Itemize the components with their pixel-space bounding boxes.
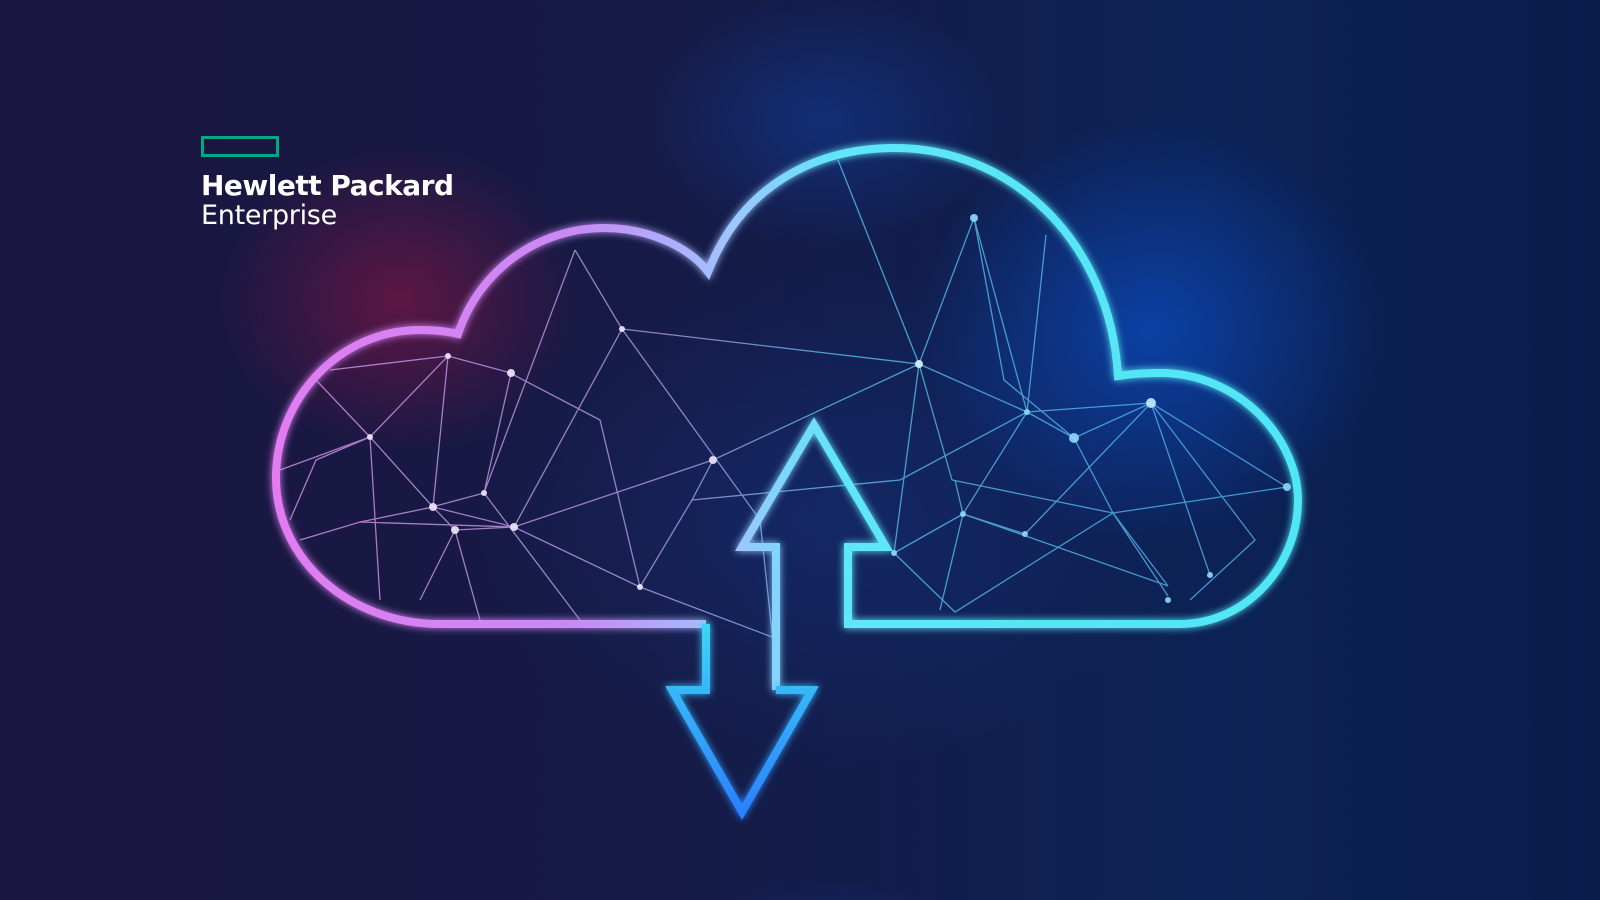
hpe-logo: Hewlett Packard Enterprise — [201, 136, 454, 231]
cloud-illustration — [271, 143, 1303, 821]
brand-name-line1: Hewlett Packard — [201, 169, 454, 202]
cloud-icon — [271, 143, 1303, 690]
download-arrow-icon — [665, 624, 819, 821]
network-mesh — [279, 159, 1288, 661]
mesh-nodes — [367, 214, 1291, 603]
hpe-logo-bar-icon — [201, 136, 279, 157]
brand-name-line2: Enterprise — [201, 200, 337, 231]
